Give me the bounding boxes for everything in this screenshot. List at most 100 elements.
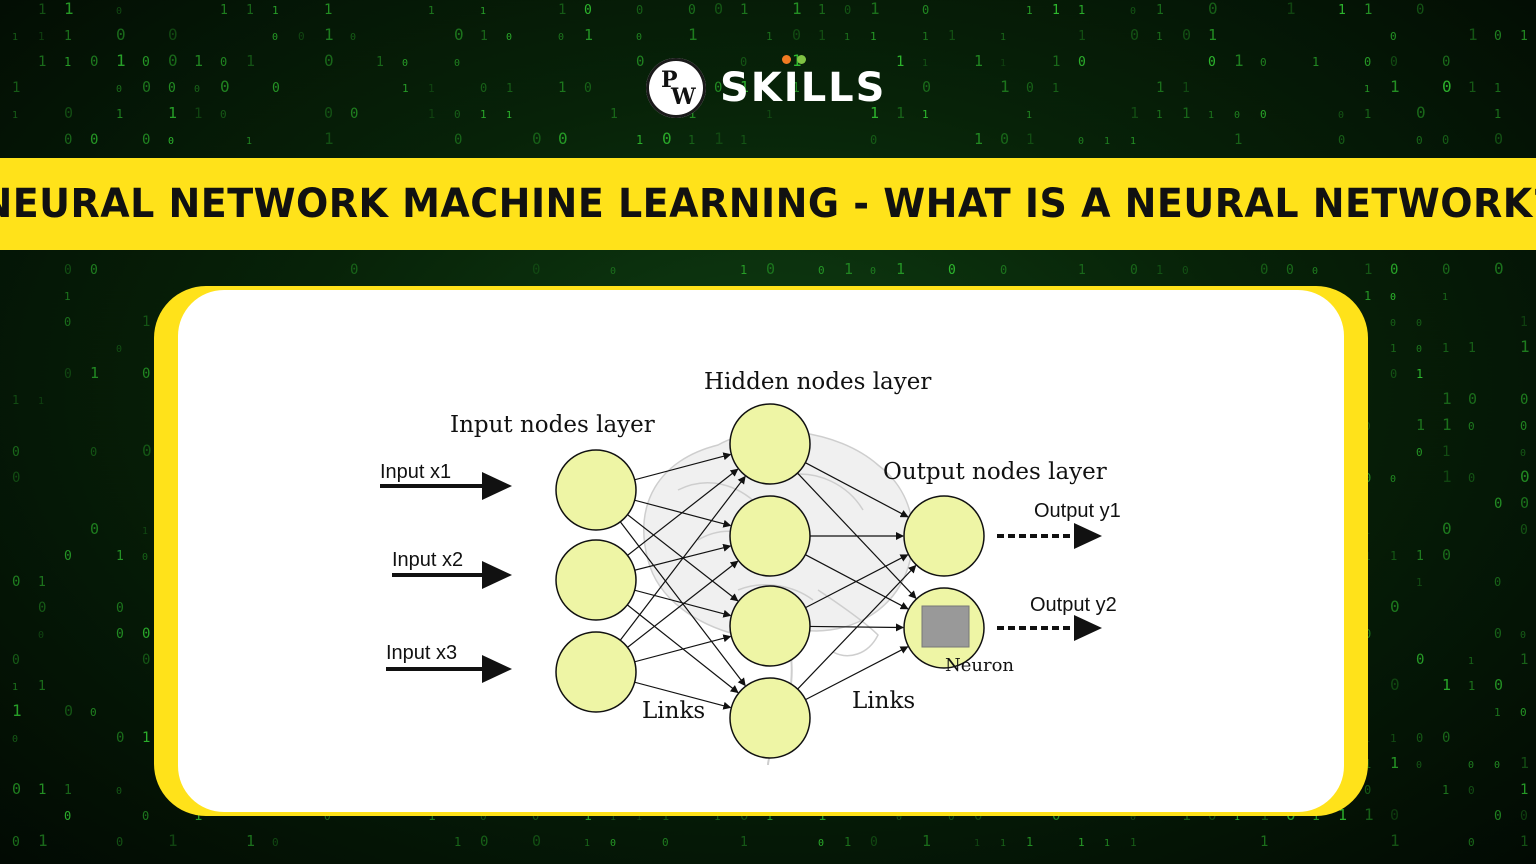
binary-digit: 0: [1338, 110, 1344, 121]
binary-digit: 1: [38, 396, 44, 407]
binary-digit: 0: [1208, 808, 1216, 824]
binary-digit: 1: [1026, 4, 1033, 17]
binary-digit: 1: [324, 25, 334, 44]
binary-digit: 1: [1364, 84, 1370, 95]
binary-digit: 1: [584, 838, 590, 849]
binary-digit: 0: [1416, 446, 1423, 459]
binary-digit: 1: [1416, 416, 1425, 434]
binary-digit: 1: [766, 30, 773, 43]
binary-digit: 1: [974, 838, 980, 849]
binary-digit: 1: [818, 29, 826, 44]
binary-digit: 1: [792, 81, 800, 96]
binary-digit: 1: [1364, 805, 1374, 824]
link-hidden-1-output-1: [805, 462, 909, 518]
binary-digit: 0: [1416, 103, 1426, 122]
link-input-3-hidden-2: [627, 560, 739, 648]
binary-digit: 1: [1312, 55, 1319, 69]
binary-digit: 0: [1390, 30, 1397, 43]
binary-digit: 1: [1000, 58, 1006, 69]
binary-digit: 0: [1208, 55, 1216, 70]
binary-digit: 0: [64, 315, 71, 329]
output-arrow-head-2: [1074, 615, 1102, 641]
binary-digit: 1: [1468, 25, 1478, 44]
input-arrow-head-2: [482, 561, 512, 589]
binary-digit: 0: [116, 835, 123, 849]
binary-digit: 1: [1026, 835, 1033, 849]
hidden-node-3: [729, 585, 811, 667]
binary-digit: 1: [870, 30, 877, 43]
binary-digit: 1: [454, 835, 461, 849]
binary-digit: 0: [532, 809, 539, 823]
binary-digit: 0: [1468, 760, 1474, 771]
binary-digit: 1: [1052, 54, 1060, 70]
binary-digit: 0: [1494, 496, 1502, 512]
binary-digit: 1: [142, 730, 150, 746]
binary-digit: 0: [584, 81, 592, 96]
binary-digit: 1: [844, 835, 851, 849]
binary-digit: 1: [1416, 549, 1424, 564]
binary-digit: 0: [116, 344, 122, 355]
input-arrows: [380, 472, 512, 683]
binary-digit: 1: [766, 108, 773, 121]
binary-digit: 0: [870, 266, 876, 277]
binary-digit: 1: [558, 80, 566, 96]
binary-digit: 0: [454, 25, 464, 44]
binary-digit: 1: [12, 32, 18, 43]
binary-digit: 0: [1520, 448, 1526, 459]
binary-digit: 1: [844, 32, 850, 43]
binary-digit: 1: [1468, 80, 1476, 96]
output-label-y2: Output y2: [1030, 594, 1117, 616]
binary-digit: 0: [454, 108, 461, 121]
binary-digit: 0: [1078, 55, 1086, 70]
binary-digit: 0: [116, 6, 122, 17]
binary-digit: 0: [1286, 263, 1294, 278]
binary-digit: 1: [792, 51, 802, 70]
binary-digit: 0: [142, 552, 148, 563]
logo-letter-w: W: [671, 84, 696, 110]
binary-digit: 0: [714, 80, 722, 96]
binary-digit: 0: [142, 55, 150, 70]
binary-digit: 0: [64, 702, 73, 720]
binary-digit: 1: [1286, 0, 1296, 18]
binary-digit: 0: [220, 108, 227, 121]
binary-digit: 1: [740, 263, 747, 277]
binary-digit: 0: [896, 812, 902, 823]
binary-digit: 1: [1000, 77, 1010, 96]
binary-digit: 1: [1390, 732, 1397, 745]
binary-digit: 0: [1130, 6, 1136, 17]
binary-digit: 0: [142, 78, 151, 96]
pw-skills-logo: P W SKILLS: [646, 54, 886, 122]
binary-digit: 0: [1182, 26, 1191, 44]
binary-digit: 1: [12, 701, 22, 720]
binary-digit: 0: [350, 262, 358, 278]
binary-digit: 0: [1442, 519, 1452, 538]
binary-digit: 0: [922, 78, 931, 96]
hidden-layer-title: Hidden nodes layer: [704, 369, 931, 395]
binary-digit: 0: [1520, 392, 1528, 408]
link-hidden-3-output-1: [805, 554, 909, 609]
binary-digit: 1: [1416, 576, 1423, 589]
binary-digit: 1: [818, 3, 826, 18]
binary-digit: 0: [1260, 108, 1267, 121]
binary-digit: 0: [480, 834, 488, 850]
binary-digit: 0: [272, 836, 279, 849]
binary-digit: 1: [844, 260, 853, 278]
binary-digit: 1: [1468, 656, 1474, 667]
binary-digit: 0: [792, 26, 801, 44]
binary-digit: 0: [142, 652, 150, 668]
binary-digit: 1: [64, 29, 72, 44]
binary-digit: 0: [116, 627, 124, 642]
binary-digit: 0: [714, 0, 723, 18]
binary-digit: 1: [896, 104, 905, 122]
binary-digit: 0: [1390, 597, 1400, 616]
binary-digit: 1: [194, 106, 202, 122]
logo-letter-p: P: [661, 67, 678, 93]
binary-digit: 1: [974, 52, 983, 70]
binary-digit: 0: [1520, 809, 1528, 824]
output-layer-title: Output nodes layer: [883, 459, 1107, 485]
binary-digit: 0: [38, 630, 44, 641]
binary-digit: 1: [116, 51, 126, 70]
binary-digit: 1: [896, 260, 905, 278]
binary-digit: 1: [818, 808, 826, 824]
binary-digit: 0: [116, 786, 122, 797]
